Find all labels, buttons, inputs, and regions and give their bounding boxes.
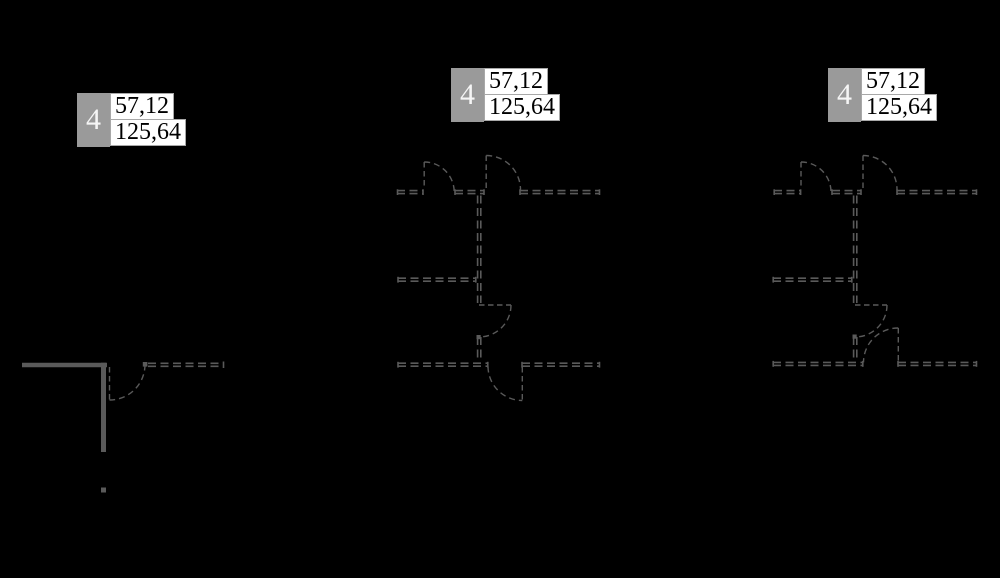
hinge-marker	[476, 335, 481, 340]
area-value-bottom: 125,64	[484, 94, 560, 121]
area-value-top: 57,12	[484, 68, 548, 95]
wall-stub-dot	[101, 487, 106, 493]
door-swing-arc	[424, 161, 455, 193]
room-areas: 57,12 125,64	[110, 93, 186, 146]
plan-fragment-c	[772, 154, 978, 367]
hinge-marker	[142, 362, 148, 367]
area-value-top: 57,12	[110, 93, 174, 120]
room-number: 4	[77, 93, 110, 147]
room-stamp-a: 4 57,12 125,64	[77, 93, 186, 147]
plan-fragment-a	[22, 361, 225, 493]
room-areas: 57,12 125,64	[484, 68, 560, 121]
room-stamp-b: 4 57,12 125,64	[451, 68, 560, 122]
area-value-bottom: 125,64	[861, 94, 937, 121]
room-number: 4	[451, 68, 484, 122]
door-swing-arc	[800, 161, 832, 193]
door-swing-arc	[486, 154, 522, 190]
door-swing-arc	[487, 366, 523, 402]
room-stamp-c: 4 57,12 125,64	[828, 68, 937, 122]
room-number: 4	[828, 68, 861, 122]
hinge-marker	[852, 334, 857, 339]
door-swing-arc	[478, 304, 512, 338]
area-value-bottom: 125,64	[110, 119, 186, 146]
room-areas: 57,12 125,64	[861, 68, 937, 121]
door-swing-arc	[862, 154, 898, 190]
plan-fragment-b	[396, 154, 601, 402]
area-value-top: 57,12	[861, 68, 925, 95]
door-swing-arc	[854, 304, 888, 338]
door-swing-arc	[109, 364, 146, 401]
